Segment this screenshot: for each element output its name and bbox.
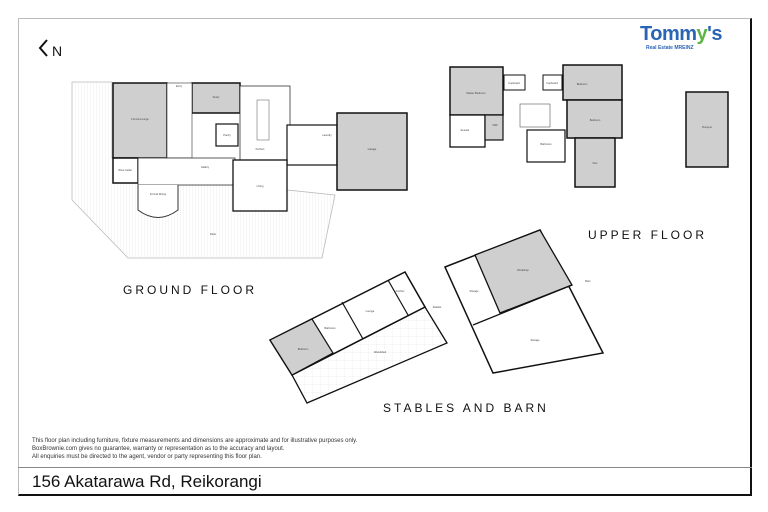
room-pantry: Pantry bbox=[223, 133, 231, 137]
ground-floor-plan: Formal Lounge Entry Study Pantry Kitchen… bbox=[71, 81, 408, 259]
logo-tagline: Real Estate MREINZ bbox=[646, 45, 694, 51]
stables-barn-plan: Bedroom Bathroom Lounge Kitchen Stables … bbox=[268, 229, 605, 404]
room-kitchen: Kitchen bbox=[256, 147, 265, 151]
room-gallery: Gallery bbox=[201, 165, 210, 169]
room-entry: Entry bbox=[176, 84, 183, 88]
ground-floor-title: GROUND FLOOR bbox=[123, 283, 257, 297]
room-stables: Stables bbox=[433, 305, 442, 309]
disclaimer: This floor plan including furniture, fix… bbox=[32, 437, 357, 461]
room-barn-storage-1: Storage bbox=[469, 289, 479, 293]
disclaimer-line: BoxBrownie.com gives no guarantee, warra… bbox=[32, 446, 285, 452]
room-bathroom: Bathroom bbox=[540, 142, 551, 146]
room-stables-bathroom: Bathroom bbox=[324, 326, 335, 330]
room-den: Den bbox=[593, 161, 598, 165]
room-bedroom-2: Bedroom bbox=[590, 118, 601, 122]
footer-divider bbox=[18, 467, 752, 468]
room-bedroom-1: Bedroom bbox=[577, 82, 588, 86]
room-rumpus: Rumpus bbox=[702, 125, 712, 129]
upper-floor-plan: Master Bedroom Ensuite WIR Cupboard Cupb… bbox=[449, 64, 729, 188]
page-frame bbox=[18, 18, 752, 496]
room-formal-dining: Formal Dining bbox=[150, 192, 167, 196]
north-label: N bbox=[52, 43, 62, 59]
room-cupboard-2: Cupboard bbox=[546, 81, 558, 85]
upper-floor-title: UPPER FLOOR bbox=[588, 228, 707, 242]
room-barn-storage-2: Storage bbox=[530, 338, 540, 342]
north-arrow-icon: N bbox=[38, 39, 62, 59]
room-wine-cellar: Wine Cellar bbox=[118, 168, 132, 172]
room-stables-bedroom: Bedroom bbox=[298, 347, 309, 351]
room-stables-kitchen: Kitchen bbox=[396, 289, 405, 293]
disclaimer-line: All enquiries must be directed to the ag… bbox=[32, 454, 262, 460]
room-stables-lounge: Lounge bbox=[366, 309, 375, 313]
property-address: 156 Akatarawa Rd, Reikorangi bbox=[32, 472, 262, 491]
room-garage: Garage bbox=[368, 147, 377, 151]
room-cupboard-1: Cupboard bbox=[508, 81, 520, 85]
logo-wordmark: Tommy's bbox=[640, 23, 723, 45]
room-deck: Deck bbox=[210, 232, 217, 236]
room-woodshed: Woodshed bbox=[374, 350, 387, 354]
room-workshop: Workshop bbox=[517, 268, 529, 272]
agency-logo: Tommy's Real Estate MREINZ bbox=[640, 23, 723, 52]
room-laundry: Laundry bbox=[322, 133, 332, 137]
room-study: Study bbox=[213, 95, 220, 99]
disclaimer-line: This floor plan including furniture, fix… bbox=[32, 438, 358, 444]
room-master-bedroom: Master Bedroom bbox=[466, 91, 485, 95]
room-barn: Barn bbox=[585, 279, 591, 283]
stables-barn-title: STABLES AND BARN bbox=[383, 401, 549, 415]
room-ensuite: Ensuite bbox=[461, 128, 470, 132]
room-living: Living bbox=[257, 184, 264, 188]
room-wir: WIR bbox=[492, 123, 497, 127]
room-formal-lounge: Formal Lounge bbox=[131, 117, 149, 121]
